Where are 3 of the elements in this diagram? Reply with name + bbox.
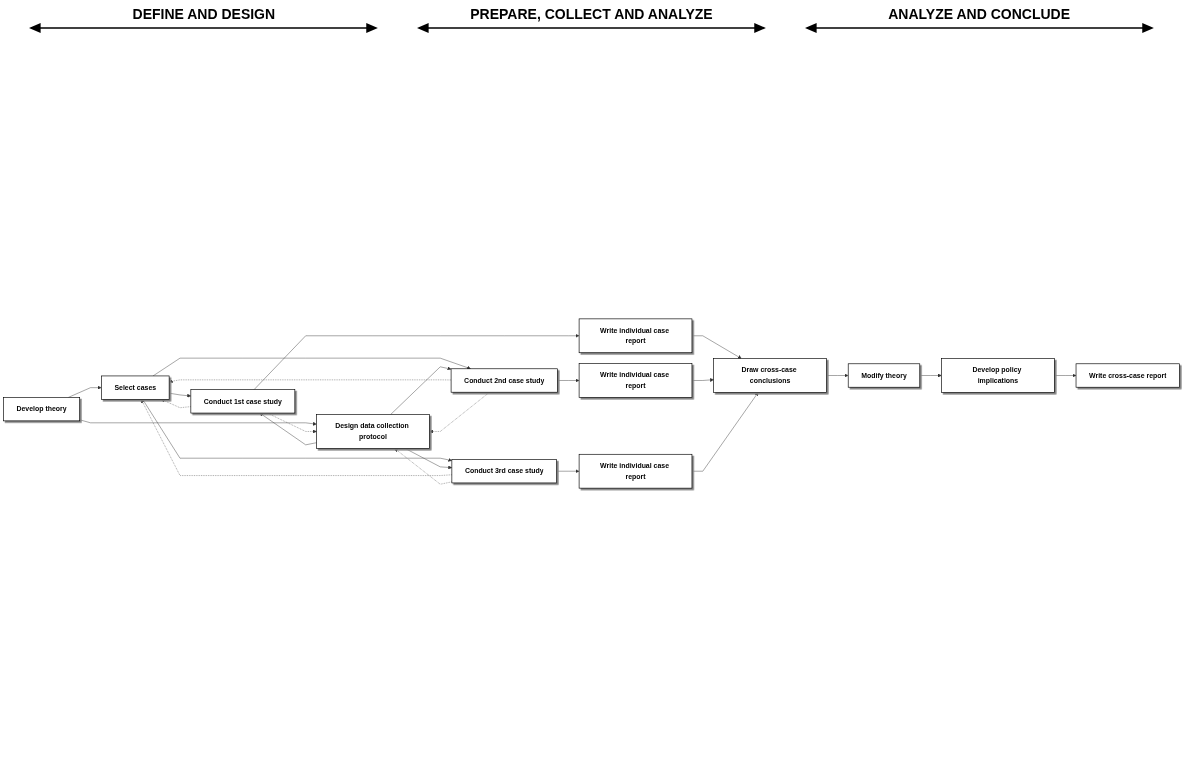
phase-label: PREPARE, COLLECT AND ANALYZE	[470, 6, 713, 22]
phase-label: ANALYZE AND CONCLUDE	[888, 6, 1070, 22]
phase-label: DEFINE AND DESIGN	[132, 6, 276, 22]
